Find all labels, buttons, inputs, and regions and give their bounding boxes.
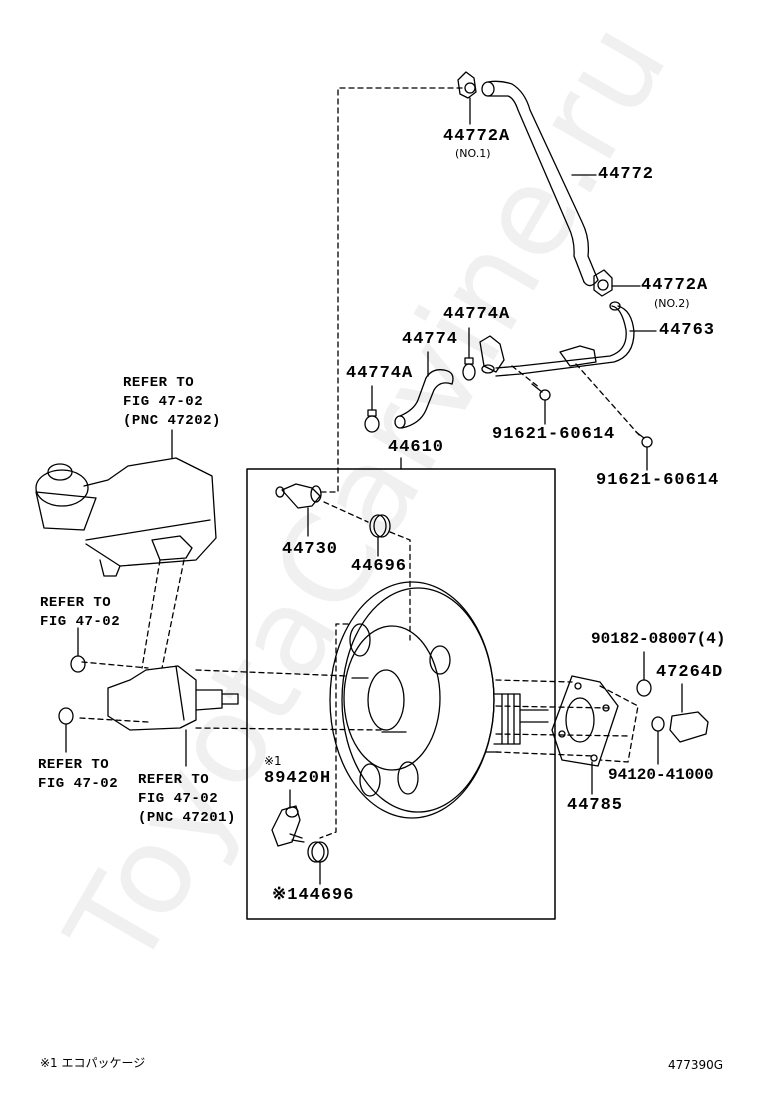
grommet-44696-drawing bbox=[369, 514, 391, 557]
hose-44772-drawing bbox=[481, 80, 599, 287]
reference-nut-lower[interactable]: REFER TO FIG 47-02 bbox=[38, 757, 119, 792]
grommet-44696-eco-drawing bbox=[307, 841, 329, 885]
eco-mark: ※1 bbox=[264, 754, 282, 768]
nut-upper-drawing bbox=[70, 627, 86, 673]
clamp-44774A-top-drawing bbox=[462, 327, 476, 381]
sensor-89420H-drawing bbox=[271, 789, 305, 847]
dashed-guide-vacuum bbox=[321, 87, 463, 493]
clevis-47264D-drawing bbox=[669, 683, 709, 743]
part-label-94120-41000[interactable]: 94120-41000 bbox=[608, 766, 714, 784]
reservoir-drawing bbox=[35, 429, 217, 577]
part-label-44610[interactable]: 44610 bbox=[388, 438, 445, 457]
pipe-44763-drawing bbox=[479, 301, 657, 377]
part-label-44772[interactable]: 44772 bbox=[598, 165, 655, 184]
figure-id: 477390G bbox=[668, 1058, 724, 1072]
part-label-89420H[interactable]: 89420H bbox=[264, 769, 332, 788]
part-label-44696[interactable]: 44696 bbox=[351, 557, 408, 576]
part-label-90182-08007[interactable]: 90182-08007(4) bbox=[591, 630, 726, 648]
clamp-no1-drawing bbox=[457, 71, 477, 125]
gasket-44785-drawing bbox=[551, 675, 619, 795]
clamp-no2-drawing bbox=[593, 269, 641, 297]
part-label-44772A-no2[interactable]: 44772A bbox=[641, 276, 709, 295]
hose-44774-drawing bbox=[394, 351, 454, 429]
bolt-91621-b-drawing bbox=[635, 431, 653, 471]
reference-master-cylinder[interactable]: REFER TO FIG 47-02 (PNC 47201) bbox=[138, 772, 236, 826]
part-label-44774A-top[interactable]: 44774A bbox=[443, 305, 511, 324]
reference-reservoir[interactable]: REFER TO FIG 47-02 (PNC 47202) bbox=[123, 375, 221, 429]
part-note-no1: (NO.1) bbox=[455, 147, 491, 160]
bolt-91621-a-drawing bbox=[531, 383, 551, 425]
check-valve-44730-drawing bbox=[275, 483, 322, 537]
part-label-91621-60614-a[interactable]: 91621-60614 bbox=[492, 425, 616, 444]
brake-booster-drawing bbox=[329, 581, 549, 819]
master-cylinder-drawing bbox=[107, 665, 239, 767]
part-label-44774[interactable]: 44774 bbox=[402, 330, 459, 349]
part-note-no2: (NO.2) bbox=[654, 297, 690, 310]
nut-lower-drawing bbox=[58, 707, 74, 753]
reference-nut-upper[interactable]: REFER TO FIG 47-02 bbox=[40, 595, 121, 630]
part-label-44730[interactable]: 44730 bbox=[282, 540, 339, 559]
part-label-44785[interactable]: 44785 bbox=[567, 796, 624, 815]
nut-90182-drawing bbox=[636, 651, 652, 697]
part-label-44763[interactable]: 44763 bbox=[659, 321, 716, 340]
part-label-44774A-left[interactable]: 44774A bbox=[346, 364, 414, 383]
part-label-91621-60614-b[interactable]: 91621-60614 bbox=[596, 471, 720, 490]
pin-94120-drawing bbox=[651, 716, 665, 765]
clamp-44774A-left-drawing bbox=[364, 385, 380, 433]
part-label-47264D[interactable]: 47264D bbox=[656, 663, 724, 682]
part-label-44772A-no1[interactable]: 44772A bbox=[443, 127, 511, 146]
part-label-44696-eco[interactable]: ※144696 bbox=[272, 886, 355, 905]
footnote: ※1 エコパッケージ bbox=[40, 1056, 146, 1070]
